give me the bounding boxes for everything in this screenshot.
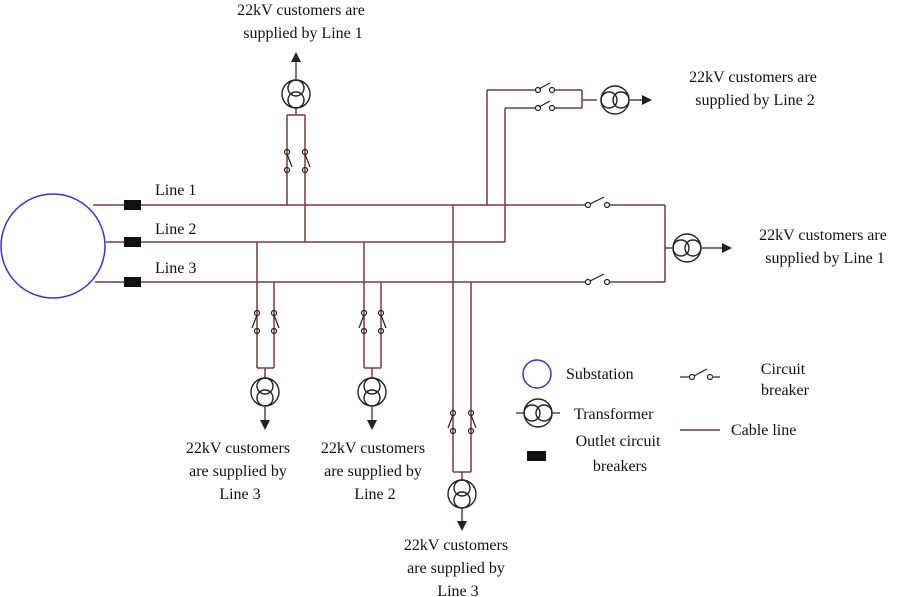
customers-bottom-middle-line-3: Line 2 — [354, 486, 395, 503]
arrow-down-icon — [457, 521, 467, 531]
circuit-breaker-right — [467, 409, 477, 435]
outlet-circuit-breakers — [124, 200, 141, 287]
customers-top-right-line-1: 22kV customers are — [689, 69, 817, 86]
legend-circuit-breaker-icon — [680, 368, 720, 381]
legend-outlet-breakers-line-1: Outlet circuit — [576, 433, 661, 450]
outlet-breaker-line1 — [124, 200, 141, 210]
line1-label: Line 1 — [155, 182, 196, 199]
bottom-left-branch — [250, 242, 280, 430]
customers-bottom-center-line-2: are supplied by — [407, 560, 505, 577]
right-breakers — [584, 196, 611, 286]
top-right-branch — [486, 82, 652, 242]
substation-feeders — [93, 204, 124, 283]
legend-transformer-label: Transformer — [574, 406, 654, 423]
customers-top-right-label: 22kV customers are supplied by Line 2 — [689, 69, 821, 109]
circuit-breaker-line3-right — [584, 273, 611, 286]
customers-right-line-1: 22kV customers are — [759, 227, 887, 244]
customers-bottom-center-line-3: Line 3 — [437, 583, 478, 597]
customers-bottom-left-line-1: 22kV customers — [186, 440, 290, 457]
circuit-breaker-left — [251, 309, 261, 335]
transformer-icon — [281, 79, 311, 109]
legend-outlet-breaker-icon — [527, 451, 546, 461]
transformer-icon — [600, 85, 630, 115]
right-transformer-branch — [665, 233, 732, 263]
legend-circuit-breaker-line-1: Circuit — [761, 361, 806, 378]
circuit-breaker-top-right — [301, 148, 311, 174]
customers-bottom-middle-line-1: 22kV customers — [321, 440, 425, 457]
outlet-breaker-line3 — [124, 277, 141, 287]
circuit-breaker-lower — [534, 100, 556, 112]
customers-bottom-middle-label: 22kV customers are supplied by Line 2 — [321, 440, 429, 503]
transformer-icon — [250, 377, 280, 407]
transformer-icon — [357, 377, 387, 407]
arrow-right-icon — [722, 243, 732, 253]
circuit-breaker-left — [358, 309, 368, 335]
legend: Substation Circuit breaker Transformer C… — [516, 359, 810, 475]
top-branch — [281, 52, 311, 242]
customers-right-label: 22kV customers are supplied by Line 1 — [759, 227, 891, 267]
customers-bottom-center-line-1: 22kV customers — [404, 537, 508, 554]
legend-substation-icon — [522, 359, 552, 389]
customers-right-line-2: supplied by Line 1 — [765, 250, 885, 267]
bottom-middle-branch — [357, 242, 387, 430]
legend-circuit-breaker-label: Circuit breaker — [761, 361, 810, 399]
circuit-breaker-right — [270, 309, 280, 335]
customers-bottom-left-label: 22kV customers are supplied by Line 3 — [186, 440, 294, 503]
legend-outlet-breakers-line-2: breakers — [593, 458, 647, 475]
line3-label: Line 3 — [155, 260, 196, 277]
outlet-breaker-line2 — [124, 237, 141, 247]
arrow-up-icon — [291, 52, 301, 62]
customers-top-line-2: supplied by Line 1 — [243, 25, 363, 42]
circuit-breaker-right — [377, 309, 387, 335]
main-feeders — [141, 204, 666, 283]
substation-circle — [0, 193, 106, 299]
arrow-right-icon — [642, 95, 652, 105]
legend-transformer-icon — [516, 398, 560, 428]
circuit-breaker-upper — [534, 82, 556, 94]
customers-top-label: 22kV customers are supplied by Line 1 — [237, 2, 369, 42]
legend-outlet-breakers-label: Outlet circuit breakers — [576, 433, 665, 475]
bottom-center-branch — [447, 205, 477, 531]
customers-top-right-line-2: supplied by Line 2 — [695, 92, 815, 109]
customers-bottom-center-label: 22kV customers are supplied by Line 3 — [404, 537, 512, 597]
arrow-down-icon — [260, 420, 270, 430]
circuit-breaker-left — [447, 409, 457, 435]
customers-top-line-1: 22kV customers are — [237, 2, 365, 19]
legend-cable-line-label: Cable line — [731, 422, 796, 439]
customers-bottom-left-line-2: are supplied by — [189, 463, 287, 480]
customers-bottom-left-line-3: Line 3 — [219, 486, 260, 503]
arrow-down-icon — [367, 420, 377, 430]
customers-bottom-middle-line-2: are supplied by — [324, 463, 422, 480]
legend-circuit-breaker-line-2: breaker — [761, 382, 810, 399]
transformer-icon — [447, 479, 477, 509]
legend-substation-label: Substation — [566, 366, 634, 383]
transformer-icon — [672, 233, 702, 263]
circuit-breaker-line1-right — [584, 196, 611, 209]
line2-label: Line 2 — [155, 221, 196, 238]
circuit-breaker-top-left — [283, 148, 293, 174]
